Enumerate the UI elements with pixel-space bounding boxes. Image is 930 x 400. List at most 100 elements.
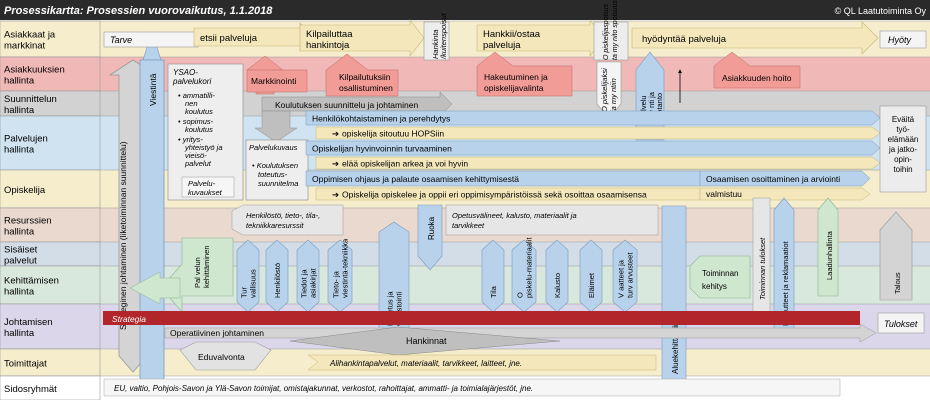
asiakkuus-arrow <box>713 51 801 89</box>
service-row-label-2: Opiskelijan hyvinvoinnin turvaaminen <box>312 144 452 154</box>
service-row-label-4: Oppimisen ohjaus ja palaute osaamisen ke… <box>312 174 519 184</box>
top-step-1: etsii palveluja <box>200 33 258 44</box>
internal-service-arrow-7 <box>545 239 569 313</box>
internal-service-label-3-1: viestintä-tekniikka <box>341 238 350 298</box>
kehittamisen-left-arrow <box>129 271 181 305</box>
internal-service-label-9-0: V aatteet ja <box>617 259 626 298</box>
hakeutuminen-2: opiskelijavalinta <box>484 83 544 93</box>
kilpailutus-1: Kilpailutuksiin <box>339 72 391 82</box>
internal-service-arrow-8 <box>579 239 603 313</box>
toiminnan-kehitys-box <box>689 255 751 299</box>
lane-label-4: Opiskelija <box>4 185 46 196</box>
internal-service-label-0-0: Tur <box>240 287 249 298</box>
evaita-box <box>879 105 927 193</box>
internal-service-arrow-2 <box>296 239 320 313</box>
planning-row: Koulutuksen suunnittelu ja johtaminen Pa… <box>245 91 453 201</box>
opiskelijaksi-1: O piskelijaksi <box>600 68 609 112</box>
opiskelijaspoisus-l2: ta my nito spoisuus <box>612 0 619 60</box>
ysao-title-1: YSAO- <box>173 68 198 77</box>
tulokset-label: Tulokset <box>884 319 918 329</box>
hakeutuminen-1: Hakeutuminen ja <box>484 72 548 82</box>
suppliers-label: Alihankintapalvelut, materiaalit, tarvik… <box>329 359 522 368</box>
palautteet-label: Palautteet ja reklamaatiot <box>781 240 790 326</box>
service-row-label-3: elää opiskelijan arkea ja voi hyvin <box>342 159 468 169</box>
ysao-item-3c: vieisö- <box>185 151 207 160</box>
lane-label-3-0: Palvelujen <box>4 134 48 145</box>
internal-service-arrow-0 <box>236 239 260 313</box>
ysao-item-1: • ammatilli- <box>178 91 215 100</box>
stakeholders-label: EU, valtio, Pohjois-Savon ja Ylä-Savon t… <box>114 384 533 393</box>
lane-header-3 <box>0 115 101 171</box>
top-step-3-l2: palveluja <box>483 40 521 51</box>
opiskelijaksi-2: ja my ntiin <box>609 78 618 113</box>
internal-service-label-6-0: O <box>516 292 525 298</box>
top-step-2-l1: Kilpailuttaa <box>306 29 353 40</box>
service-row-label-5: Opiskelija opiskelee ja oppii eri oppimi… <box>342 190 647 200</box>
lane-label-0-0: Asiakkaat ja <box>4 30 56 41</box>
internal-service-arrow-9 <box>612 239 638 313</box>
internal-service-label-4-0: Kuljetus ja <box>386 291 395 326</box>
top-step-4: hyödyntää palveluja <box>642 34 727 45</box>
palvelukuvaus-label: Palvelukuvaus <box>249 143 298 152</box>
hankinta-label-2: /kuitenspoisut <box>439 12 448 60</box>
tarve-label: Tarve <box>110 35 132 45</box>
internal-service-arrow-6 <box>511 239 537 313</box>
kilpailutus-2: osallistuminen <box>339 83 393 93</box>
hankinnat-label: Hankinnat <box>406 336 447 346</box>
top-step-2-l2: hankintoja <box>306 40 350 51</box>
internal-service-arrow-3 <box>327 239 353 313</box>
strategy-vertical-label: Strateginen johtaminen (liketoiminnan su… <box>118 141 128 330</box>
ruoka-arrow <box>417 204 443 271</box>
opiskelijaspoisus-l1: O piskelijaspoisus <box>603 3 610 60</box>
service-row-3 <box>315 156 881 170</box>
hankinta-box <box>423 21 450 61</box>
evaita-2: työ- <box>896 125 910 134</box>
title-bar <box>0 0 930 20</box>
viestinta-vertical-arrow <box>139 59 165 393</box>
palvelun-kehittaminen-2: kehittäminen <box>202 245 211 288</box>
internal-service-label-3-0: Tieto- ja <box>332 270 341 298</box>
lane-header-8 <box>0 303 101 350</box>
lane-label-8-0: Johtamisen <box>4 317 53 328</box>
lane-label-3-1: hallinta <box>4 145 35 156</box>
lane-label-8-1: hallinta <box>4 328 35 339</box>
toiminnan-tulokset-label: Toiminnan tulokset <box>758 237 767 300</box>
resource-left-box <box>231 204 344 236</box>
evaita-4: ja jatko- <box>888 145 917 154</box>
planning-down-arrow <box>254 110 298 143</box>
internal-service-label-2-1: asiakirjat <box>309 267 318 298</box>
lane-label-6-1: palvelut <box>4 256 37 267</box>
koulutuksen-suunnittelu-arrow <box>261 91 453 117</box>
internal-service-label-7-0: Kalusto <box>553 273 562 298</box>
palvelumyynti-3: tuotanto <box>655 93 664 120</box>
management-row: Strategia Operatiivinen johtaminen Tulok… <box>103 311 925 371</box>
hankinta-label: Hankinta <box>431 29 440 59</box>
resources-row: Henkilöstö, tieto-, tila-, tekniikkaresu… <box>231 204 659 271</box>
eduvalvonta-label: Eduvalvonta <box>198 352 245 362</box>
top-arrow-4 <box>631 21 879 55</box>
lane-label-2-0: Suunnittelun <box>4 94 57 105</box>
ysao-item-3b: yhteistyö ja <box>184 143 223 152</box>
evaita-5: opin- <box>894 155 912 164</box>
service-rows: Henkilökohtaistaminen ja perehdytysopisk… <box>305 110 881 201</box>
evaita-6: toihin <box>893 165 912 174</box>
evaita-3: elämään <box>888 135 919 144</box>
service-row-bullet-3: ➔ <box>332 159 340 169</box>
internal-service-arrow-5 <box>481 239 505 313</box>
lane-label-1-1: hallinta <box>4 76 35 87</box>
talous-label: Talous <box>893 272 902 294</box>
markkinointi-box <box>246 69 308 93</box>
internal-service-label-0-1: vallisuus <box>249 269 258 298</box>
resource-left-1: Henkilöstö, tieto-, tila-, <box>246 211 320 220</box>
palvelumyynti-1: Palvelu <box>639 95 648 120</box>
lane-label-7-1: hallinta <box>4 287 35 298</box>
palautteet-arrow <box>773 197 795 331</box>
service-row-bullet-1: ➔ <box>332 129 340 139</box>
palvelukuvaukset-2: kuvaukset <box>188 188 223 197</box>
resource-right-2: tarvikkeet <box>452 221 485 230</box>
ysao-item-3d: palvelut <box>184 159 212 168</box>
osaamisen-osoittaminen-label: Osaamisen osoittaminen ja arviointi <box>706 174 840 184</box>
hyoty-label: Hyöty <box>888 35 912 45</box>
